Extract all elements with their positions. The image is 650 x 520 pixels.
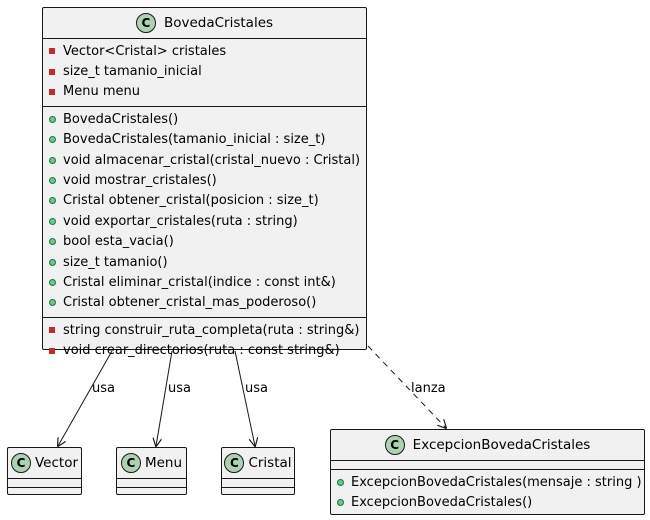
- public-icon: [49, 299, 56, 307]
- separator: [8, 487, 81, 488]
- public-icon: [49, 258, 56, 266]
- throws-label: lanza: [411, 381, 446, 396]
- public-icon: [49, 278, 56, 286]
- attribute: size_t tamanio_inicial: [43, 61, 366, 81]
- uses-menu-label: usa: [168, 381, 191, 396]
- separator: [43, 317, 366, 319]
- separator: [331, 469, 644, 470]
- class-icon: C: [10, 453, 31, 473]
- method: Cristal obtener_cristal_mas_poderoso(): [43, 293, 366, 313]
- empty-section: [8, 479, 81, 487]
- separator: [43, 38, 366, 39]
- public-icon: [49, 136, 56, 144]
- public-icon: [49, 177, 56, 185]
- method: BovedaCristales(tamanio_inicial : size_t…: [43, 130, 366, 150]
- methods-section: ExcepcionBovedaCristales(mensaje : strin…: [331, 470, 644, 517]
- public-methods-section: BovedaCristales() BovedaCristales(tamani…: [43, 107, 366, 317]
- attributes-section: Vector<Cristal> cristales size_t tamanio…: [43, 39, 366, 106]
- empty-section: [222, 479, 294, 487]
- method: ExcepcionBovedaCristales(): [331, 492, 644, 512]
- private-methods-section: string construir_ruta_completa(ruta : st…: [43, 318, 366, 365]
- class-icon: C: [135, 13, 156, 33]
- class-menu: C Menu: [116, 447, 187, 495]
- uses-vector-label: usa: [92, 381, 115, 396]
- method: bool esta_vacia(): [43, 232, 366, 252]
- class-name: Vector: [34, 455, 79, 471]
- class-icon: C: [120, 453, 141, 473]
- separator: [8, 478, 81, 479]
- class-name: BovedaCristales: [163, 15, 274, 31]
- separator: [331, 460, 644, 461]
- class-boveda-cristales: C BovedaCristales Vector<Cristal> crista…: [42, 7, 367, 358]
- separator: [43, 106, 366, 108]
- private-icon: [49, 88, 55, 95]
- class-header: C BovedaCristales: [43, 8, 366, 38]
- public-icon: [337, 499, 344, 507]
- method: ExcepcionBovedaCristales(mensaje : strin…: [331, 472, 644, 492]
- method: void crear_directorios(ruta : const stri…: [43, 340, 366, 360]
- separator: [117, 487, 186, 488]
- public-icon: [49, 217, 56, 225]
- uses-cristal-edge: [234, 350, 255, 446]
- public-icon: [49, 197, 56, 205]
- method: void mostrar_cristales(): [43, 170, 366, 190]
- class-name: ExcepcionBovedaCristales: [412, 437, 591, 453]
- public-icon: [49, 115, 56, 123]
- class-header: C Vector: [8, 448, 81, 478]
- method: size_t tamanio(): [43, 252, 366, 272]
- private-icon: [49, 347, 55, 354]
- uses-menu-edge: [156, 350, 173, 446]
- method: string construir_ruta_completa(ruta : st…: [43, 320, 366, 340]
- method: void almacenar_cristal(cristal_nuevo : C…: [43, 150, 366, 170]
- class-excepcion-boveda-cristales: C ExcepcionBovedaCristales ExcepcionBove…: [330, 429, 645, 515]
- method: BovedaCristales(): [43, 109, 366, 129]
- separator: [222, 478, 294, 479]
- class-name: Cristal: [248, 455, 292, 471]
- private-icon: [49, 48, 55, 55]
- class-icon: C: [224, 453, 245, 473]
- empty-section: [331, 461, 644, 469]
- empty-section: [117, 479, 186, 487]
- public-icon: [49, 238, 56, 246]
- class-header: C ExcepcionBovedaCristales: [331, 430, 644, 460]
- class-header: C Cristal: [222, 448, 294, 478]
- class-cristal: C Cristal: [221, 447, 295, 495]
- public-icon: [337, 478, 344, 486]
- throws-exception-edge: [367, 345, 446, 428]
- uses-cristal-label: usa: [245, 381, 268, 396]
- method: Cristal obtener_cristal(posicion : size_…: [43, 191, 366, 211]
- public-icon: [49, 156, 56, 164]
- private-icon: [49, 327, 55, 334]
- private-icon: [49, 68, 55, 75]
- method: void exportar_cristales(ruta : string): [43, 211, 366, 231]
- class-name: Menu: [144, 455, 183, 471]
- class-icon: C: [384, 435, 405, 455]
- uses-vector-edge: [58, 350, 113, 446]
- separator: [117, 478, 186, 479]
- method: Cristal eliminar_cristal(indice : const …: [43, 272, 366, 292]
- attribute: Menu menu: [43, 82, 366, 102]
- class-header: C Menu: [117, 448, 186, 478]
- attribute: Vector<Cristal> cristales: [43, 41, 366, 61]
- separator: [222, 487, 294, 488]
- class-vector: C Vector: [7, 447, 82, 495]
